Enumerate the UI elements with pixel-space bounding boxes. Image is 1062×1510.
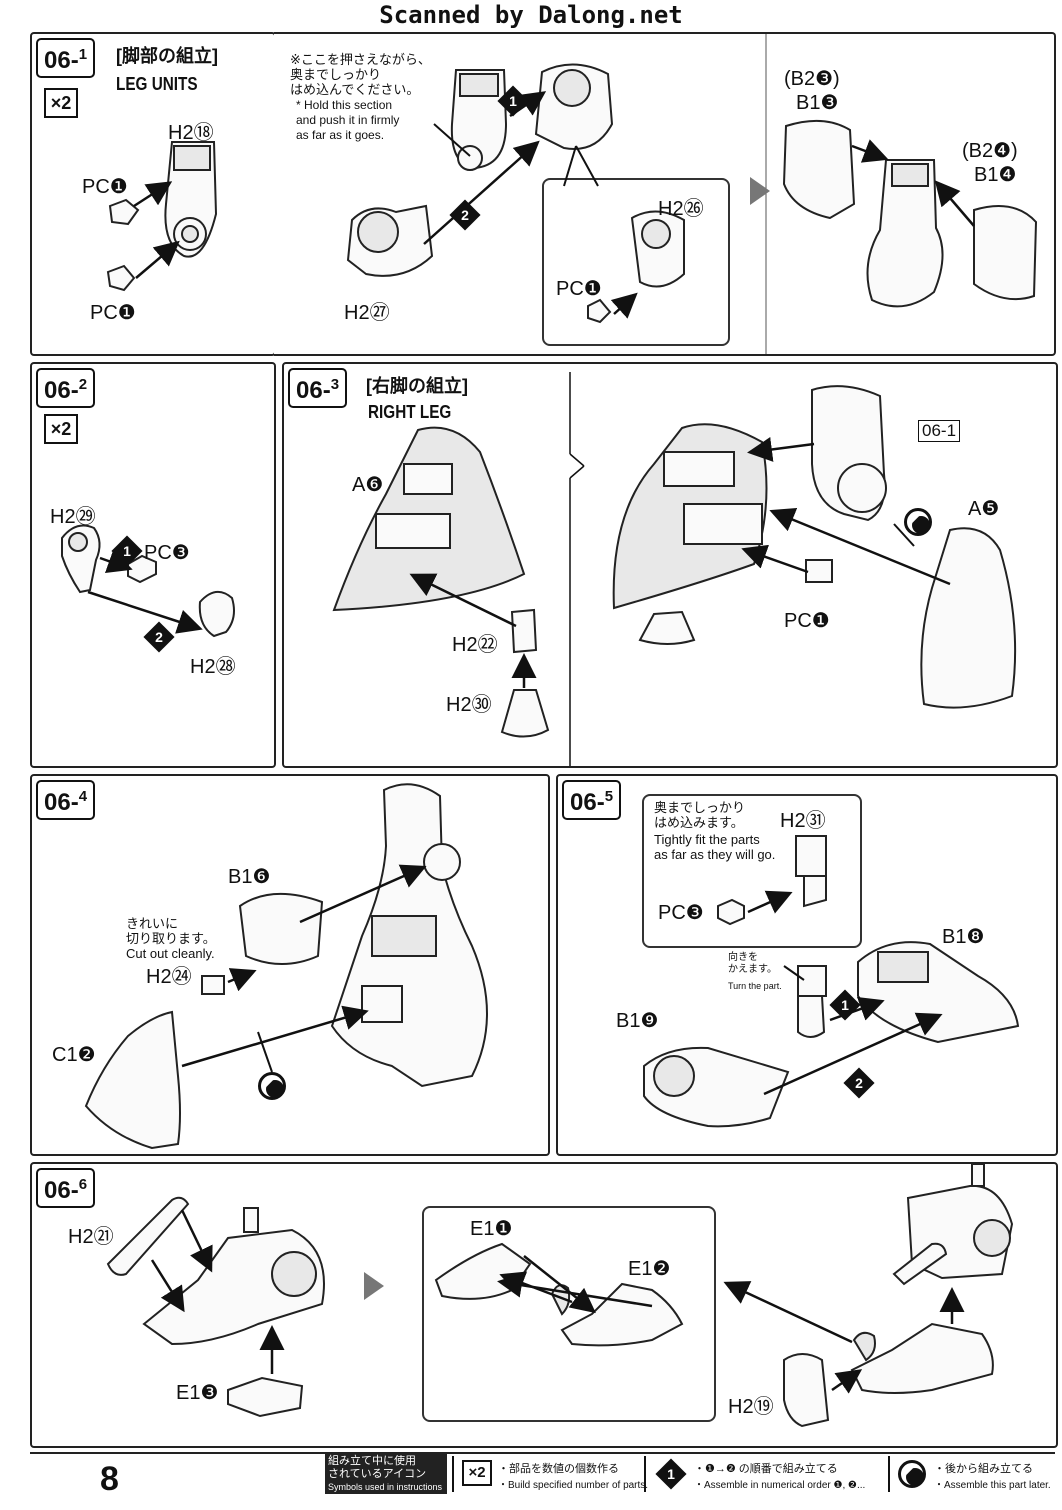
- caution-note-en: * Hold this section and push it in firml…: [296, 98, 400, 142]
- step-number: 06-3: [288, 368, 348, 408]
- part-label: C1❷: [52, 1044, 96, 1066]
- part-label: B1❾: [616, 1010, 659, 1032]
- part-label: PC❶: [90, 302, 136, 324]
- next-step-arrow-icon: [364, 1272, 384, 1300]
- page-number: 8: [100, 1460, 119, 1498]
- part-label: A❺: [968, 498, 1000, 520]
- foot-assembly-drawing: [643, 835, 1020, 1128]
- legend-order: 1 ・❶→❷ の順番で組み立てる ・Assemble in numerical …: [644, 1456, 886, 1492]
- assemble-later-icon: [898, 1460, 926, 1488]
- step-number: 06-2: [36, 368, 96, 408]
- order-mark-1: 1: [111, 535, 143, 567]
- part-label: PC❶: [784, 610, 830, 632]
- joint-part-drawing: [61, 524, 235, 638]
- footer-divider: [30, 1452, 1055, 1454]
- leg-unit-part-drawing: [106, 141, 218, 292]
- cut-note-jp: きれいに 切り取ります。: [126, 916, 216, 946]
- legend-text-en: ・Assemble this part later.: [934, 1480, 1051, 1491]
- multiplier-icon: ×2: [462, 1460, 492, 1486]
- step-06-3-panel: 06-3 [右脚の組立] RIGHT LEG 06-1 A❻ H2㉒ H2㉚ P…: [282, 362, 1058, 768]
- assemble-later-icon: [904, 508, 932, 536]
- fit-note-jp: 奥までしっかり はめ込みます。: [654, 800, 746, 830]
- part-label: (B2❹): [962, 140, 1018, 162]
- order-mark-2: 2: [843, 1067, 875, 1099]
- legend-title: 組み立て中に使用 されているアイコン Symbols used in instr…: [325, 1454, 447, 1494]
- part-label: PC❶: [556, 278, 602, 300]
- next-step-arrow-icon: [750, 177, 770, 205]
- part-label: B1❹: [974, 164, 1017, 186]
- part-label: H2㉖: [658, 198, 704, 220]
- order-mark-1: 1: [829, 989, 861, 1021]
- legend-text-jp: ・❶→❷ の順番で組み立てる: [694, 1463, 838, 1475]
- step-number: 06-4: [36, 780, 96, 820]
- part-label: PC❶: [82, 176, 128, 198]
- order-mark-2: 2: [449, 199, 481, 231]
- legend-text-en: ・Assemble in numerical order ❶, ❷...: [694, 1480, 866, 1491]
- part-label: (B2❸): [784, 68, 840, 90]
- scan-watermark-text: Scanned by Dalong.net: [379, 1, 683, 29]
- part-label: B1❽: [942, 926, 985, 948]
- part-label: H2㉛: [780, 810, 826, 832]
- step-title-jp: [右脚の組立]: [366, 376, 468, 396]
- legend-text-jp: ・部品を数値の個数作る: [498, 1463, 619, 1475]
- step-number: 06-1: [36, 38, 96, 78]
- part-label: E1❸: [176, 1382, 219, 1404]
- cut-note-en: Cut out cleanly.: [126, 946, 215, 961]
- turn-note-en: Turn the part.: [728, 981, 782, 991]
- thruster-assembly-drawing: [106, 1164, 1014, 1428]
- legend-multiplier: ×2 ・部品を数値の個数作る ・Build specified number o…: [452, 1456, 648, 1492]
- part-label: E1❶: [470, 1218, 513, 1240]
- step-06-4-panel: 06-4 きれいに 切り取ります。 Cut out cleanly. B1❻ H…: [30, 774, 550, 1156]
- step-06-5-panel: 06-5 奥までしっかり はめ込みます。 Tightly fit the par…: [556, 774, 1058, 1156]
- step-06-6-panel: 06-6 H2㉑ E1❸ E1❶ E1❷ H2⑲: [30, 1162, 1058, 1448]
- multiplier-badge: ×2: [44, 88, 78, 118]
- legend-title-jp: 組み立て中に使用 されているアイコン: [328, 1455, 427, 1480]
- step-06-2-panel: 06-2 ×2 1 2 H2㉙ PC❸ H2㉘: [30, 362, 276, 768]
- part-label: H2㉒: [452, 634, 498, 656]
- fit-note-en: Tightly fit the parts as far as they wil…: [654, 832, 776, 862]
- part-label: A❻: [352, 474, 384, 496]
- step-number: 06-5: [562, 780, 622, 820]
- legend-text-en: ・Build specified number of parts.: [498, 1480, 649, 1491]
- part-label: B1❸: [796, 92, 839, 114]
- part-label: H2㉔: [146, 966, 192, 988]
- order-mark-1: 1: [497, 85, 529, 117]
- step-06-1-panel-continued: ※ここを押さえながら、 奥までしっかり はめ込んでください。 * Hold th…: [274, 32, 1056, 356]
- part-label: E1❷: [628, 1258, 671, 1280]
- legend-title-en: Symbols used in instructions: [328, 1482, 443, 1492]
- legend-assemble-later: ・後から組み立てる ・Assemble this part later.: [888, 1456, 1056, 1492]
- turn-note-jp: 向きを かえます。: [728, 952, 777, 975]
- order-mark-2: 2: [143, 621, 175, 653]
- reference-step-label: 06-1: [918, 420, 961, 442]
- step-title-en: LEG UNITS: [116, 74, 198, 94]
- assemble-later-icon: [258, 1072, 286, 1100]
- multiplier-badge: ×2: [44, 414, 78, 444]
- part-label: PC❸: [144, 542, 190, 564]
- part-label: B1❻: [228, 866, 271, 888]
- step-number: 06-6: [36, 1168, 96, 1208]
- step-06-1-panel: 06-1 [脚部の組立] LEG UNITS ×2 H2⑱ PC❶ PC❶: [30, 32, 276, 356]
- part-label: H2㉑: [68, 1226, 114, 1248]
- leg-armor-assembly-drawing: [84, 783, 488, 1150]
- part-label: H2⑱: [168, 122, 214, 144]
- step-title-en: RIGHT LEG: [368, 402, 452, 422]
- part-label: H2㉙: [50, 506, 96, 528]
- part-label: H2㉚: [446, 694, 492, 716]
- part-label: PC❸: [658, 902, 704, 924]
- footer-bar: [30, 1452, 1055, 1500]
- part-label: H2㉗: [344, 302, 390, 324]
- legend-text-jp: ・後から組み立てる: [934, 1463, 1033, 1475]
- part-label: H2⑲: [728, 1396, 774, 1418]
- caution-note-jp: ※ここを押さえながら、 奥までしっかり はめ込んでください。: [290, 52, 431, 97]
- leg-unit-assembly-drawing: [346, 34, 1038, 354]
- part-label: H2㉘: [190, 656, 236, 678]
- order-mark-icon: 1: [655, 1458, 687, 1490]
- right-leg-assembly-drawing: [332, 372, 1017, 766]
- step-title-jp: [脚部の組立]: [116, 46, 218, 66]
